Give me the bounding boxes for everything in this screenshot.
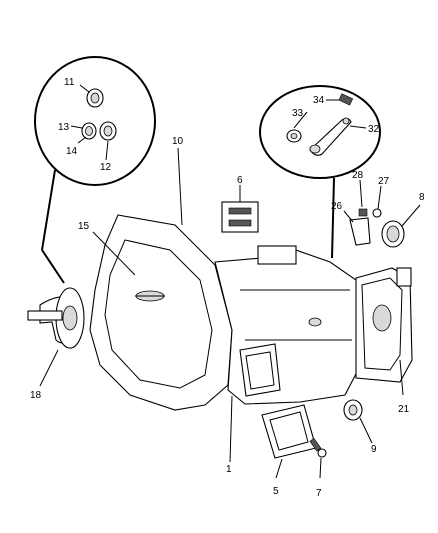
callout-7: 7 (316, 488, 322, 499)
callout-33: 33 (292, 108, 304, 119)
rear-seal-8 (381, 204, 421, 248)
bolt-28 (358, 179, 368, 217)
callout-9: 9 (371, 444, 377, 455)
seal-9 (343, 399, 373, 444)
bracket-26 (343, 210, 371, 246)
input-retainer-18 (27, 287, 85, 387)
callout-32: 32 (368, 124, 380, 135)
callout-27: 27 (378, 176, 390, 187)
callout-21: 21 (398, 404, 410, 415)
inset-right-shift (259, 85, 381, 259)
callout-18: 18 (30, 390, 42, 401)
sensor-34 (338, 93, 354, 106)
callout-8: 8 (419, 192, 425, 203)
bearing-cup-11 (86, 88, 104, 108)
inset-left-bearings (34, 56, 156, 284)
label-plate-6 (221, 185, 259, 233)
callout-6: 6 (237, 175, 243, 186)
callout-1: 1 (226, 464, 232, 475)
transmission-assembly (89, 214, 413, 411)
callout-10: 10 (172, 136, 184, 147)
callout-14: 14 (66, 146, 78, 157)
callout-26: 26 (331, 201, 343, 212)
callout-15: 15 (78, 221, 90, 232)
callout-12: 12 (100, 162, 112, 173)
callout-11: 11 (64, 77, 75, 88)
callout-13: 13 (58, 122, 70, 133)
pto-cover-gasket-5 (261, 404, 317, 479)
shift-plug-33 (286, 129, 302, 143)
bearing-cup-12 (99, 121, 117, 141)
cover-bolt-7 (309, 437, 327, 479)
washer-27 (372, 185, 382, 218)
shift-lever-32 (309, 117, 352, 156)
callout-5: 5 (273, 486, 279, 497)
bearing-cup-13 (81, 122, 97, 140)
callout-28: 28 (352, 170, 364, 181)
callout-34: 34 (313, 95, 325, 106)
callout-labels: 11 13 14 12 10 6 15 34 33 32 28 27 8 26 … (30, 77, 425, 499)
